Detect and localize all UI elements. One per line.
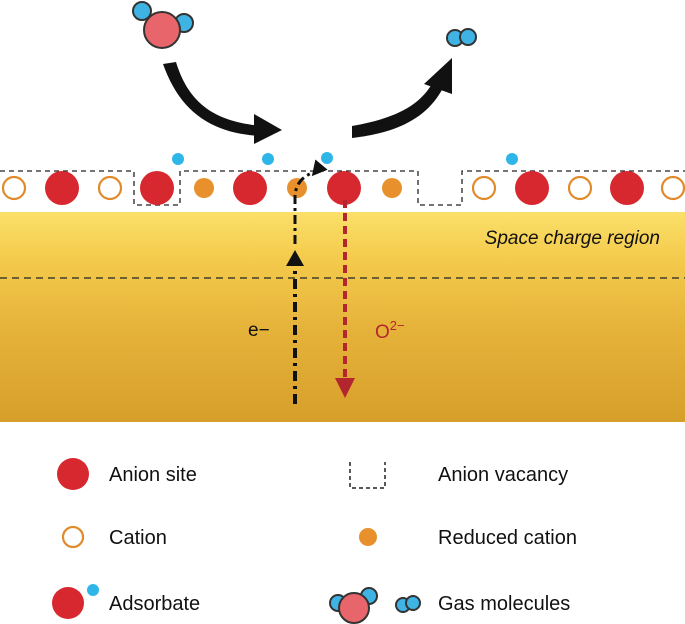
oxygen-ion-label: O2−	[375, 318, 405, 343]
oxide-ion-path	[335, 200, 355, 398]
legend-adsorbate-swatch	[52, 584, 99, 619]
legend-cation-label: Cation	[109, 527, 167, 549]
curved-arrow-out-icon	[352, 58, 452, 138]
electron-label: e−	[248, 320, 270, 341]
adsorbate-dot	[262, 153, 274, 165]
legend-adsorbate-label: Adsorbate	[109, 593, 200, 615]
anion-site	[45, 171, 79, 205]
adsorbate-dot	[321, 152, 333, 164]
curved-arrow-in-icon	[163, 62, 282, 144]
cation	[567, 175, 593, 201]
adsorbate-dot	[172, 153, 184, 165]
anion-site	[515, 171, 549, 205]
cation	[660, 175, 685, 201]
legend-gas-molecules-label: Gas molecules	[438, 593, 570, 615]
gas-molecule-small	[446, 28, 477, 47]
cation	[471, 175, 497, 201]
reduced-cation	[382, 178, 402, 198]
surface-outline	[0, 170, 685, 206]
legend-anion-site-swatch	[57, 458, 89, 490]
legend-reduced-cation-swatch	[359, 528, 377, 546]
legend-reduced-cation-label: Reduced cation	[438, 527, 577, 549]
legend-cation-swatch	[61, 525, 85, 549]
legend-anion-vacancy-swatch	[349, 462, 386, 489]
cation	[97, 175, 123, 201]
legend-anion-site-label: Anion site	[109, 464, 197, 486]
oxygen-ion-main: O	[375, 322, 390, 343]
legend-gas-molecules-swatch	[329, 587, 421, 624]
reduced-cation	[287, 178, 307, 198]
anion-site	[327, 171, 361, 205]
oxygen-ion-charge: 2−	[390, 318, 405, 333]
gas-molecule-large	[132, 1, 194, 49]
electron-path	[286, 159, 328, 404]
reduced-cation	[194, 178, 214, 198]
anion-site	[233, 171, 267, 205]
anion-site	[140, 171, 174, 205]
anion-site	[610, 171, 644, 205]
adsorbate-dot	[506, 153, 518, 165]
space-charge-region-label: Space charge region	[485, 228, 660, 249]
cation	[1, 175, 27, 201]
legend: Anion site Cation Adsorbate Anion vacanc…	[52, 458, 577, 624]
legend-anion-vacancy-label: Anion vacancy	[438, 464, 568, 486]
